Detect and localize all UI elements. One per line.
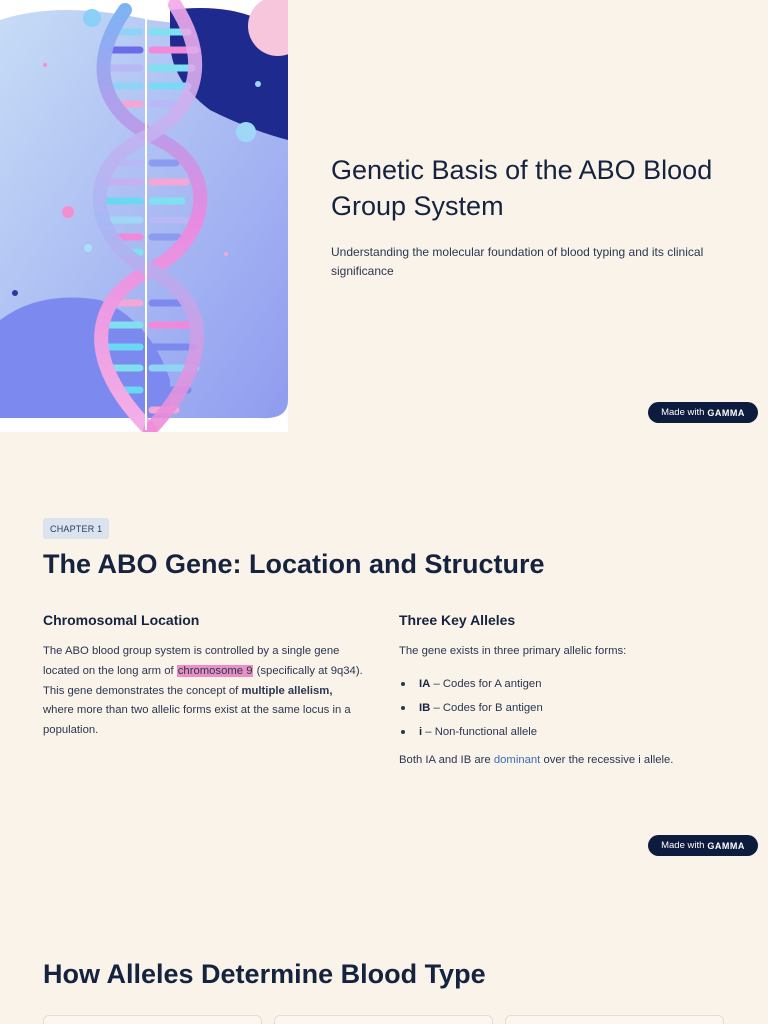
made-with-gamma-button[interactable]: Made with GAMMA — [648, 835, 758, 856]
chapter-title: The ABO Gene: Location and Structure — [43, 549, 545, 579]
made-with-label: Made with — [661, 840, 705, 851]
made-with-gamma-button[interactable]: Made with GAMMA — [648, 402, 758, 423]
allele-desc: – Non-functional allele — [422, 726, 538, 738]
made-with-label: Made with — [661, 407, 705, 418]
allele-name: IB — [419, 702, 431, 714]
bullet-icon — [401, 706, 405, 710]
bullet-icon — [401, 682, 405, 686]
gamma-logo: GAMMA — [707, 407, 745, 418]
note-text: Both IA and IB are — [399, 754, 494, 766]
three-key-alleles-heading: Three Key Alleles — [399, 612, 516, 628]
list-item: IB – Codes for B antigen — [399, 696, 739, 720]
list-item: i – Non-functional allele — [399, 720, 739, 744]
dominant-link[interactable]: dominant — [493, 754, 541, 766]
card — [274, 1015, 493, 1024]
note-text: over the recessive i allele. — [540, 754, 674, 766]
paragraph-text: The ABO blood group system is controlled… — [43, 645, 340, 677]
dominance-note: Both IA and IB are dominant over the rec… — [399, 751, 739, 771]
chromosomal-location-paragraph: The ABO blood group system is controlled… — [43, 642, 363, 741]
dna-helix-icon — [0, 0, 288, 432]
card — [505, 1015, 724, 1024]
allele-desc: – Codes for B antigen — [430, 702, 543, 714]
multiple-allelism-term: multiple allelism, — [241, 684, 333, 697]
card — [43, 1015, 262, 1024]
gamma-logo: GAMMA — [707, 840, 745, 851]
chromosomal-location-heading: Chromosomal Location — [43, 612, 200, 628]
paragraph-text: where more than two allelic forms exist … — [43, 704, 351, 737]
slide-subtitle: Understanding the molecular foundation o… — [331, 245, 704, 278]
chapter-tag: CHAPTER 1 — [43, 518, 110, 539]
paragraph-text: (specifically at 9q34). This gene demons… — [43, 664, 363, 697]
alleles-intro: The gene exists in three primary allelic… — [399, 645, 627, 657]
chromosome-highlight: chromosome 9 — [176, 664, 254, 677]
title-slide: Genetic Basis of the ABO Blood Group Sys… — [0, 0, 768, 432]
allele-name: i — [419, 726, 423, 738]
list-item: IA – Codes for A antigen — [399, 672, 739, 696]
allele-list: IA – Codes for A antigen IB – Codes for … — [399, 672, 739, 744]
dna-helix-illustration — [0, 0, 288, 432]
alleles-slide-title: How Alleles Determine Blood Type — [43, 959, 486, 989]
allele-desc: – Codes for A antigen — [430, 678, 542, 690]
allele-name: IA — [419, 678, 431, 690]
slide-title: Genetic Basis of the ABO Blood Group Sys… — [331, 155, 713, 221]
bullet-icon — [401, 730, 405, 734]
